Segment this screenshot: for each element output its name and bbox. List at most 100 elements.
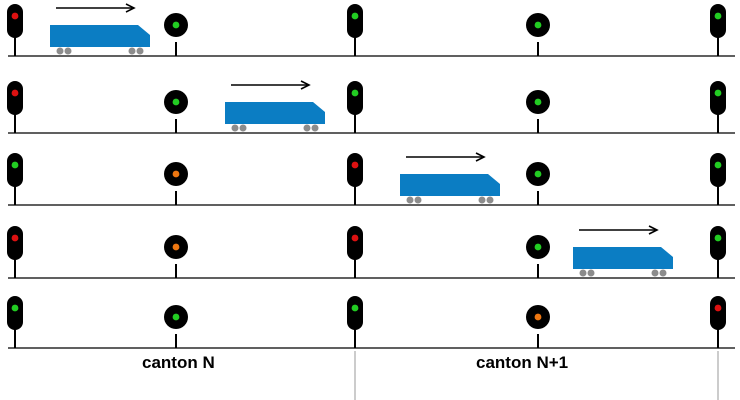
canton-n-label: canton N bbox=[142, 353, 215, 372]
signal-light-red bbox=[11, 89, 19, 97]
signal-head bbox=[710, 81, 726, 115]
signal-light-green bbox=[714, 161, 722, 169]
signal-light-orange bbox=[534, 313, 542, 321]
signal-entry-n1 bbox=[347, 296, 363, 348]
signal-head bbox=[7, 296, 23, 330]
signal-exit-n1 bbox=[710, 226, 726, 278]
direction-arrow-head bbox=[300, 80, 311, 90]
signal-head bbox=[710, 296, 726, 330]
signal-mid-n bbox=[164, 13, 188, 56]
signal-entry-n bbox=[7, 226, 23, 278]
signal-light-green bbox=[351, 304, 359, 312]
signal-light-green bbox=[714, 12, 722, 20]
signal-exit-n1 bbox=[710, 296, 726, 348]
train-body bbox=[225, 102, 325, 124]
train bbox=[573, 225, 673, 277]
signal-head bbox=[710, 4, 726, 38]
train-wheel bbox=[486, 196, 494, 204]
signal-entry-n1 bbox=[347, 226, 363, 278]
signal-light-green bbox=[534, 243, 542, 251]
signal-light-green bbox=[714, 234, 722, 242]
signal-light-green bbox=[534, 21, 542, 29]
signal-light-green bbox=[534, 170, 542, 178]
signal-mid-n1 bbox=[526, 235, 550, 278]
train-wheel bbox=[651, 269, 659, 277]
canton-n-plus-1-label: canton N+1 bbox=[476, 353, 569, 372]
direction-arrow-head bbox=[125, 3, 136, 13]
train bbox=[225, 80, 325, 132]
signal-row-3 bbox=[7, 152, 735, 206]
signal-mid-n1 bbox=[526, 13, 550, 56]
train-body bbox=[400, 174, 500, 196]
signal-head bbox=[347, 4, 363, 38]
signal-entry-n bbox=[7, 296, 23, 348]
signal-light-green bbox=[351, 12, 359, 20]
signal-entry-n1 bbox=[347, 81, 363, 133]
signal-exit-n1 bbox=[710, 4, 726, 56]
signal-head bbox=[347, 226, 363, 260]
signal-mid-n1 bbox=[526, 90, 550, 133]
train-wheel bbox=[303, 124, 311, 132]
signal-mid-n bbox=[164, 90, 188, 133]
signal-row-4 bbox=[7, 225, 735, 279]
signal-light-green bbox=[534, 98, 542, 106]
signal-mid-n1 bbox=[526, 162, 550, 205]
train bbox=[400, 152, 500, 204]
signal-head bbox=[7, 226, 23, 260]
train-wheel bbox=[56, 47, 64, 55]
signal-head bbox=[7, 4, 23, 38]
signal-light-green bbox=[351, 89, 359, 97]
signal-mid-n1 bbox=[526, 305, 550, 348]
train-wheel bbox=[136, 47, 144, 55]
signal-row-1 bbox=[7, 3, 735, 57]
signal-head bbox=[7, 153, 23, 187]
signal-mid-n bbox=[164, 305, 188, 348]
signal-light-red bbox=[351, 234, 359, 242]
signal-row-5 bbox=[7, 296, 735, 349]
signal-head bbox=[347, 296, 363, 330]
train-wheel bbox=[406, 196, 414, 204]
direction-arrow-head bbox=[648, 225, 659, 235]
signal-head bbox=[347, 81, 363, 115]
train-wheel bbox=[478, 196, 486, 204]
signal-light-green bbox=[714, 89, 722, 97]
train-wheel bbox=[311, 124, 319, 132]
signal-exit-n1 bbox=[710, 153, 726, 205]
signal-entry-n bbox=[7, 81, 23, 133]
signal-entry-n bbox=[7, 153, 23, 205]
signal-exit-n1 bbox=[710, 81, 726, 133]
signal-head bbox=[710, 153, 726, 187]
signal-light-green bbox=[11, 304, 19, 312]
signal-light-red bbox=[714, 304, 722, 312]
signal-head bbox=[710, 226, 726, 260]
signal-light-green bbox=[172, 98, 180, 106]
signal-entry-n1 bbox=[347, 153, 363, 205]
train-wheel bbox=[414, 196, 422, 204]
signal-light-red bbox=[11, 234, 19, 242]
signal-light-green bbox=[11, 161, 19, 169]
signal-mid-n bbox=[164, 235, 188, 278]
signal-light-red bbox=[351, 161, 359, 169]
train-wheel bbox=[128, 47, 136, 55]
train-wheel bbox=[659, 269, 667, 277]
signal-light-red bbox=[11, 12, 19, 20]
train-wheel bbox=[231, 124, 239, 132]
signal-entry-n bbox=[7, 4, 23, 56]
train-body bbox=[573, 247, 673, 269]
signal-light-orange bbox=[172, 243, 180, 251]
signal-row-2 bbox=[7, 80, 735, 134]
train-wheel bbox=[587, 269, 595, 277]
signal-entry-n1 bbox=[347, 4, 363, 56]
train-wheel bbox=[579, 269, 587, 277]
train-wheel bbox=[64, 47, 72, 55]
signal-light-orange bbox=[172, 170, 180, 178]
signal-light-green bbox=[172, 313, 180, 321]
signal-mid-n bbox=[164, 162, 188, 205]
signal-head bbox=[347, 153, 363, 187]
train-wheel bbox=[239, 124, 247, 132]
direction-arrow-head bbox=[475, 152, 486, 162]
train-body bbox=[50, 25, 150, 47]
signal-light-green bbox=[172, 21, 180, 29]
train bbox=[50, 3, 150, 55]
